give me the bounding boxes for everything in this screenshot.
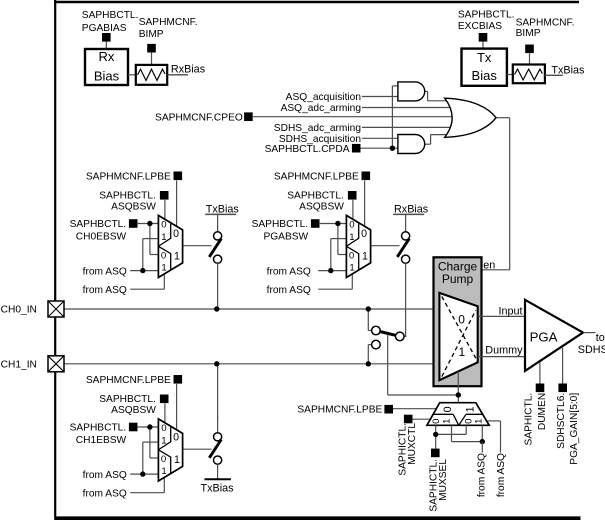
svg-text:0: 0: [431, 419, 442, 424]
svg-text:SDHS_acquisition: SDHS_acquisition: [279, 134, 361, 145]
svg-text:SAPHBCTL.: SAPHBCTL.: [82, 10, 139, 21]
svg-text:PGA_GAIN[5:0]: PGA_GAIN[5:0]: [569, 393, 580, 465]
svg-text:ASQBSW: ASQBSW: [111, 405, 156, 416]
svg-text:TxBias: TxBias: [201, 483, 235, 495]
svg-text:0: 0: [464, 419, 475, 424]
svg-text:CH0EBSW: CH0EBSW: [76, 232, 127, 243]
svg-text:SAPHBCTL.: SAPHBCTL.: [252, 219, 309, 230]
svg-text:0: 0: [161, 220, 166, 231]
svg-text:Pump: Pump: [442, 272, 474, 286]
svg-text:SDHS: SDHS: [578, 344, 605, 356]
svg-text:RxBias: RxBias: [394, 204, 429, 216]
svg-text:SAPHMCNF.: SAPHMCNF.: [516, 18, 575, 29]
svg-text:0: 0: [161, 454, 166, 465]
svg-text:ASQBSW: ASQBSW: [111, 202, 156, 213]
svg-text:to: to: [596, 332, 605, 344]
svg-text:Bias: Bias: [94, 69, 120, 84]
svg-text:CH1EBSW: CH1EBSW: [76, 435, 127, 446]
svg-text:1: 1: [161, 232, 166, 243]
svg-text:SAPHMCNF.LPBE: SAPHMCNF.LPBE: [297, 404, 382, 415]
svg-text:from ASQ: from ASQ: [267, 266, 311, 277]
svg-text:MUXCTL: MUXCTL: [407, 423, 418, 465]
svg-text:en: en: [483, 259, 495, 271]
svg-text:from ASQ: from ASQ: [496, 453, 507, 497]
svg-text:SAPHBCTL.: SAPHBCTL.: [458, 10, 515, 21]
svg-text:Bias: Bias: [472, 68, 498, 83]
svg-text:SAPHICTL.: SAPHICTL.: [398, 423, 409, 476]
svg-text:SAPHBCTL.: SAPHBCTL.: [287, 191, 344, 202]
svg-text:from ASQ: from ASQ: [83, 488, 127, 499]
svg-text:BIMP: BIMP: [516, 28, 541, 39]
svg-text:SAPHMCNF.LPBE: SAPHMCNF.LPBE: [274, 172, 359, 183]
svg-text:SAPHBCTL.: SAPHBCTL.: [99, 394, 156, 405]
svg-text:PGABIAS: PGABIAS: [82, 23, 127, 34]
svg-text:0: 0: [161, 423, 166, 434]
svg-text:EXCBIAS: EXCBIAS: [458, 21, 502, 32]
svg-text:SDHS_adc_arming: SDHS_adc_arming: [274, 123, 362, 134]
svg-text:ASQBSW: ASQBSW: [299, 202, 344, 213]
svg-text:RxBias: RxBias: [171, 63, 206, 75]
svg-text:0: 0: [361, 228, 367, 240]
svg-text:0: 0: [349, 220, 354, 231]
svg-text:SAPHBCTL.CPDA: SAPHBCTL.CPDA: [265, 144, 350, 155]
svg-text:from ASQ: from ASQ: [83, 470, 127, 481]
svg-text:1: 1: [349, 262, 354, 273]
svg-text:1: 1: [441, 419, 452, 424]
svg-text:Dummy: Dummy: [485, 344, 523, 356]
svg-text:0: 0: [442, 406, 454, 412]
svg-text:from ASQ: from ASQ: [267, 285, 311, 296]
svg-text:Input: Input: [498, 305, 522, 317]
svg-text:1: 1: [474, 419, 485, 424]
svg-text:1: 1: [362, 251, 368, 263]
svg-text:BIMP: BIMP: [139, 29, 164, 40]
svg-text:TxBias: TxBias: [206, 204, 240, 216]
svg-text:0: 0: [161, 250, 166, 261]
svg-text:1: 1: [349, 232, 354, 243]
svg-text:SAPHMCNF.LPBE: SAPHMCNF.LPBE: [86, 375, 171, 386]
svg-text:from ASQ: from ASQ: [83, 285, 127, 296]
svg-text:SAPHBCTL.: SAPHBCTL.: [99, 191, 156, 202]
svg-text:SAPHBCTL.: SAPHBCTL.: [70, 219, 127, 230]
svg-text:SAPHMCNF.LPBE: SAPHMCNF.LPBE: [86, 172, 171, 183]
svg-text:1: 1: [458, 345, 465, 359]
svg-text:CH1_IN: CH1_IN: [1, 359, 37, 370]
svg-text:SAPHMCNF.CPEO: SAPHMCNF.CPEO: [155, 112, 243, 123]
svg-text:1: 1: [161, 436, 166, 447]
svg-text:SAPHMCNF.: SAPHMCNF.: [139, 17, 198, 28]
svg-text:1: 1: [465, 406, 477, 412]
svg-text:SAPHICTL.: SAPHICTL.: [524, 393, 535, 446]
svg-text:0: 0: [173, 432, 179, 444]
svg-text:from ASQ: from ASQ: [477, 453, 488, 497]
svg-text:ASQ_adc_arming: ASQ_adc_arming: [281, 103, 362, 114]
svg-text:1: 1: [174, 454, 180, 466]
svg-text:1: 1: [174, 251, 180, 263]
svg-text:DUMEN: DUMEN: [537, 393, 548, 430]
svg-text:0: 0: [173, 228, 179, 240]
svg-text:Rx: Rx: [99, 49, 115, 64]
svg-text:PGA: PGA: [530, 330, 558, 345]
svg-text:0: 0: [458, 312, 465, 326]
svg-text:Charge: Charge: [438, 260, 478, 274]
svg-text:SAPHBCTL.: SAPHBCTL.: [70, 423, 127, 434]
svg-text:Tx: Tx: [477, 50, 492, 65]
svg-text:1: 1: [161, 466, 166, 477]
svg-text:SAPHICTL.: SAPHICTL.: [429, 459, 440, 512]
svg-text:TxBias: TxBias: [551, 64, 585, 76]
svg-text:0: 0: [349, 250, 354, 261]
svg-text:SDHSCTL6.: SDHSCTL6.: [556, 393, 567, 449]
svg-text:1: 1: [161, 262, 166, 273]
svg-text:PGABSW: PGABSW: [263, 232, 308, 243]
svg-text:MUXSEL: MUXSEL: [438, 459, 449, 501]
svg-text:from ASQ: from ASQ: [83, 266, 127, 277]
svg-text:CH0_IN: CH0_IN: [1, 305, 37, 316]
svg-text:ASQ_acquisition: ASQ_acquisition: [286, 92, 361, 103]
